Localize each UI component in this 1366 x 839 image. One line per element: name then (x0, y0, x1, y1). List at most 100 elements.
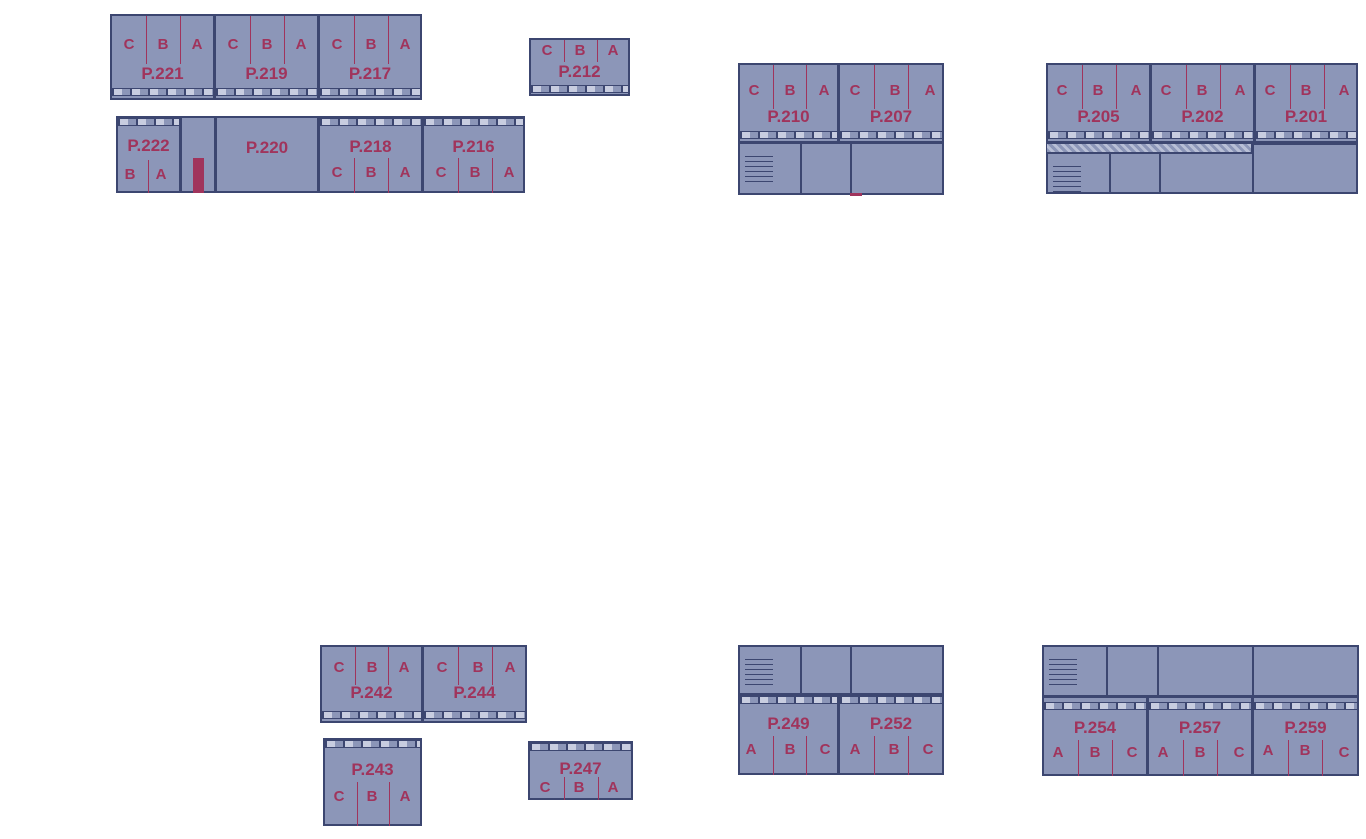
sub-room-label: C (1126, 744, 1138, 761)
corridor-strip (424, 118, 523, 126)
room-p219[interactable]: C B A P.219 (214, 14, 319, 100)
room-p205[interactable]: C B A P.205 (1046, 63, 1151, 143)
sub-room-label: B (1299, 742, 1311, 759)
sub-room-label: A (399, 788, 411, 805)
corridor-strip (216, 88, 317, 96)
room-number: P.218 (349, 137, 392, 156)
partition (146, 16, 147, 64)
room-p221[interactable]: C B A P.221 (110, 14, 215, 100)
room-number: P.252 (869, 714, 913, 733)
stair-marker (193, 158, 204, 193)
partition (492, 158, 493, 193)
sub-room-label: C (1233, 744, 1245, 761)
sub-room-label: B (157, 36, 169, 53)
room-number: P.254 (1073, 718, 1117, 737)
sub-room-label: C (331, 36, 343, 53)
room-p254[interactable]: P.254 A B C (1042, 696, 1148, 776)
partition (492, 647, 493, 685)
sub-room-label: B (1196, 82, 1208, 99)
sub-room-label: C (539, 779, 551, 796)
partition (180, 16, 181, 64)
room-number: P.220 (245, 138, 289, 157)
room-p202[interactable]: C B A P.202 (1150, 63, 1255, 143)
room-p218[interactable]: P.218 C B A (318, 116, 423, 193)
partition (773, 65, 774, 109)
sub-room-label: C (849, 82, 861, 99)
room-number: P.257 (1178, 718, 1222, 737)
sub-room-label: C (227, 36, 239, 53)
sub-room-label: C (748, 82, 760, 99)
partition (1288, 740, 1289, 776)
room-p201[interactable]: C B A P.201 (1254, 63, 1358, 143)
partition (388, 158, 389, 193)
room-p244[interactable]: C B A P.244 (422, 645, 527, 723)
sub-room-label: C (1264, 82, 1276, 99)
sub-room-label: A (1262, 742, 1274, 759)
corridor-strip (1044, 702, 1146, 710)
room-p249[interactable]: P.249 A B C (738, 694, 839, 775)
sub-room-label: C (436, 659, 448, 676)
room-number: P.259 (1284, 718, 1327, 737)
corridor-strip (112, 88, 213, 96)
room-p247[interactable]: P.247 C B A (528, 741, 633, 800)
partition (354, 158, 355, 193)
room-number: P.243 (351, 760, 394, 779)
room-p207[interactable]: C B A P.207 (838, 63, 944, 143)
sub-room-label: B (1092, 82, 1104, 99)
partition (389, 782, 390, 826)
stair-corridor (180, 116, 216, 193)
sub-room-label: B (469, 164, 481, 181)
room-p216[interactable]: P.216 C B A (422, 116, 525, 193)
sub-room-label: C (1160, 82, 1172, 99)
partition (564, 40, 565, 62)
open-area (1252, 645, 1359, 697)
partition (806, 736, 807, 775)
sub-room-label: C (1056, 82, 1068, 99)
room-p242[interactable]: C B A P.242 (320, 645, 423, 723)
partition (1186, 65, 1187, 109)
room-p259[interactable]: P.259 A B C (1252, 696, 1359, 776)
corridor-strip (118, 118, 179, 126)
service-core (1042, 645, 1254, 697)
service-core (1046, 152, 1254, 194)
sub-room-label: B (888, 741, 900, 758)
sub-room-label: B (365, 36, 377, 53)
partition (597, 40, 598, 62)
partition (1112, 740, 1113, 776)
room-p252[interactable]: P.252 A B C (838, 694, 944, 775)
sub-room-label: B (472, 659, 484, 676)
room-p217[interactable]: C B A P.217 (318, 14, 422, 100)
corridor-strip (325, 740, 420, 748)
room-number: P.222 (127, 136, 170, 155)
sub-room-label: A (924, 82, 936, 99)
room-p243[interactable]: P.243 C B A (323, 738, 422, 826)
sub-room-label: B (1194, 744, 1206, 761)
room-number: P.217 (348, 64, 392, 83)
partition (388, 647, 389, 685)
partition (458, 647, 459, 685)
partition (284, 16, 285, 64)
room-number: P.212 (558, 62, 601, 81)
room-p212[interactable]: C B A P.212 (529, 38, 630, 96)
corridor-strip (1048, 131, 1149, 139)
room-p220[interactable]: P.220 (215, 116, 319, 193)
room-p257[interactable]: P.257 A B C (1147, 696, 1253, 776)
room-p210[interactable]: C B A P.210 (738, 63, 839, 143)
partition (806, 65, 807, 109)
room-p222[interactable]: P.222 B A (116, 116, 181, 193)
sub-room-label: A (1052, 744, 1064, 761)
sub-room-label: B (261, 36, 273, 53)
room-number: P.219 (245, 64, 288, 83)
sub-room-label: A (1234, 82, 1246, 99)
sub-room-label: A (191, 36, 203, 53)
open-area (1252, 143, 1358, 194)
corridor-strip (320, 88, 420, 96)
sub-room-label: A (295, 36, 307, 53)
room-number: P.207 (869, 107, 913, 126)
corridor-strip (740, 131, 837, 139)
corridor-strip (740, 696, 837, 704)
sub-room-label: B (784, 82, 796, 99)
sub-room-label: A (1130, 82, 1142, 99)
room-number: P.216 (452, 137, 495, 156)
sub-room-label: B (1089, 744, 1101, 761)
